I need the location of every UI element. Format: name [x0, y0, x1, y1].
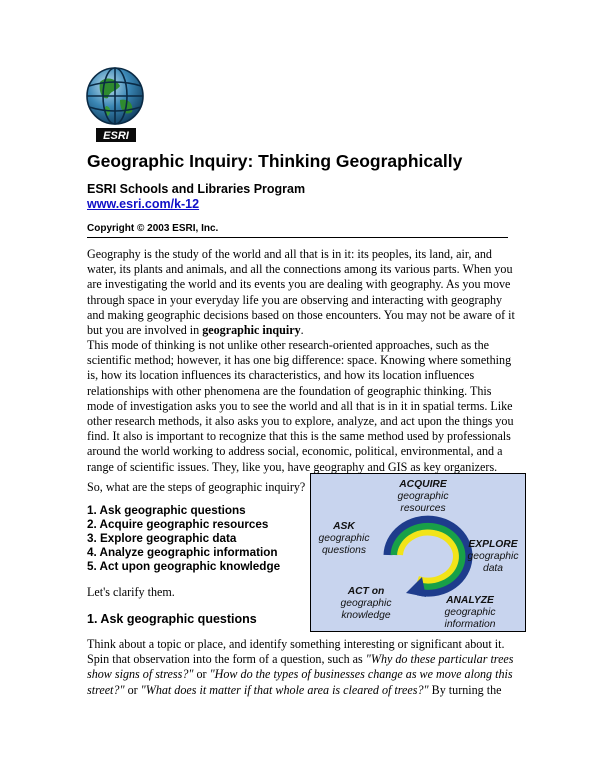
- analyze-label: ANALYZE: [445, 595, 495, 606]
- act-label-line: geographic: [341, 598, 393, 609]
- step-item: 5. Act upon geographic knowledge: [87, 560, 281, 574]
- step-item: 3. Explore geographic data: [87, 532, 237, 546]
- diagram-background: [310, 473, 526, 632]
- ask-questions-paragraph: Think about a topic or place, and identi…: [87, 637, 517, 698]
- cycle-arrow-icon: [383, 515, 473, 597]
- analyze-label-line: geographic: [445, 607, 497, 618]
- paragraph-text: Think about a topic or place, and identi…: [87, 637, 505, 667]
- section-heading: 1. Ask geographic questions: [87, 612, 257, 626]
- website-link[interactable]: www.esri.com/k-12: [87, 197, 200, 211]
- program-name: ESRI Schools and Libraries Program: [87, 182, 306, 196]
- ask-label: ASK: [332, 521, 356, 532]
- intro-paragraph: Geography is the study of the world and …: [87, 247, 515, 338]
- step-item: 1. Ask geographic questions: [87, 504, 246, 517]
- paragraph-text: or: [193, 667, 210, 682]
- geographic-inquiry-term: geographic inquiry: [202, 323, 301, 338]
- explore-label: EXPLORE: [468, 539, 518, 550]
- acquire-label-line: resources: [400, 503, 445, 514]
- paragraph-text: By turning the: [428, 682, 502, 697]
- acquire-label: ACQUIRE: [398, 479, 448, 490]
- step-item: 2. Acquire geographic resources: [87, 518, 269, 532]
- ask-label-line: questions: [322, 545, 366, 556]
- ask-label-line: geographic: [319, 533, 371, 544]
- example-question: "How do the types of businesses change a…: [87, 667, 513, 697]
- explore-label-line: geographic: [468, 551, 520, 562]
- header-divider: [87, 237, 508, 238]
- inquiry-cycle-diagram: ACQUIRE geographic resources ASK geograp…: [310, 473, 526, 632]
- logo-text: ESRI: [103, 130, 130, 142]
- method-paragraph: This mode of thinking is not unlike othe…: [87, 338, 514, 474]
- step-item: 4. Analyze geographic information: [87, 546, 278, 560]
- act-label: ACT on: [347, 586, 385, 597]
- intro-paragraph-end: .: [300, 323, 304, 338]
- example-question: "What does it matter if that whole area …: [140, 682, 429, 697]
- intro-paragraph-text: Geography is the study of the world and …: [87, 247, 515, 338]
- analyze-label-line: information: [445, 619, 496, 630]
- paragraph-text: or: [124, 682, 141, 697]
- globe-icon: ESRI: [86, 67, 144, 142]
- explore-label-line: data: [483, 563, 503, 574]
- esri-logo: ESRI: [86, 66, 144, 146]
- copyright-notice: Copyright © 2003 ESRI, Inc.: [87, 223, 219, 234]
- act-label-line: knowledge: [341, 610, 391, 621]
- steps-intro: So, what are the steps of geographic inq…: [87, 480, 306, 494]
- clarify-text: Let's clarify them.: [87, 585, 175, 599]
- page-title: Geographic Inquiry: Thinking Geographica…: [87, 151, 463, 171]
- steps-list: 1. Ask geographic questions 2. Acquire g…: [87, 504, 280, 574]
- example-question: "Why do these particular trees show sign…: [87, 652, 514, 682]
- acquire-label-line: geographic: [398, 491, 450, 502]
